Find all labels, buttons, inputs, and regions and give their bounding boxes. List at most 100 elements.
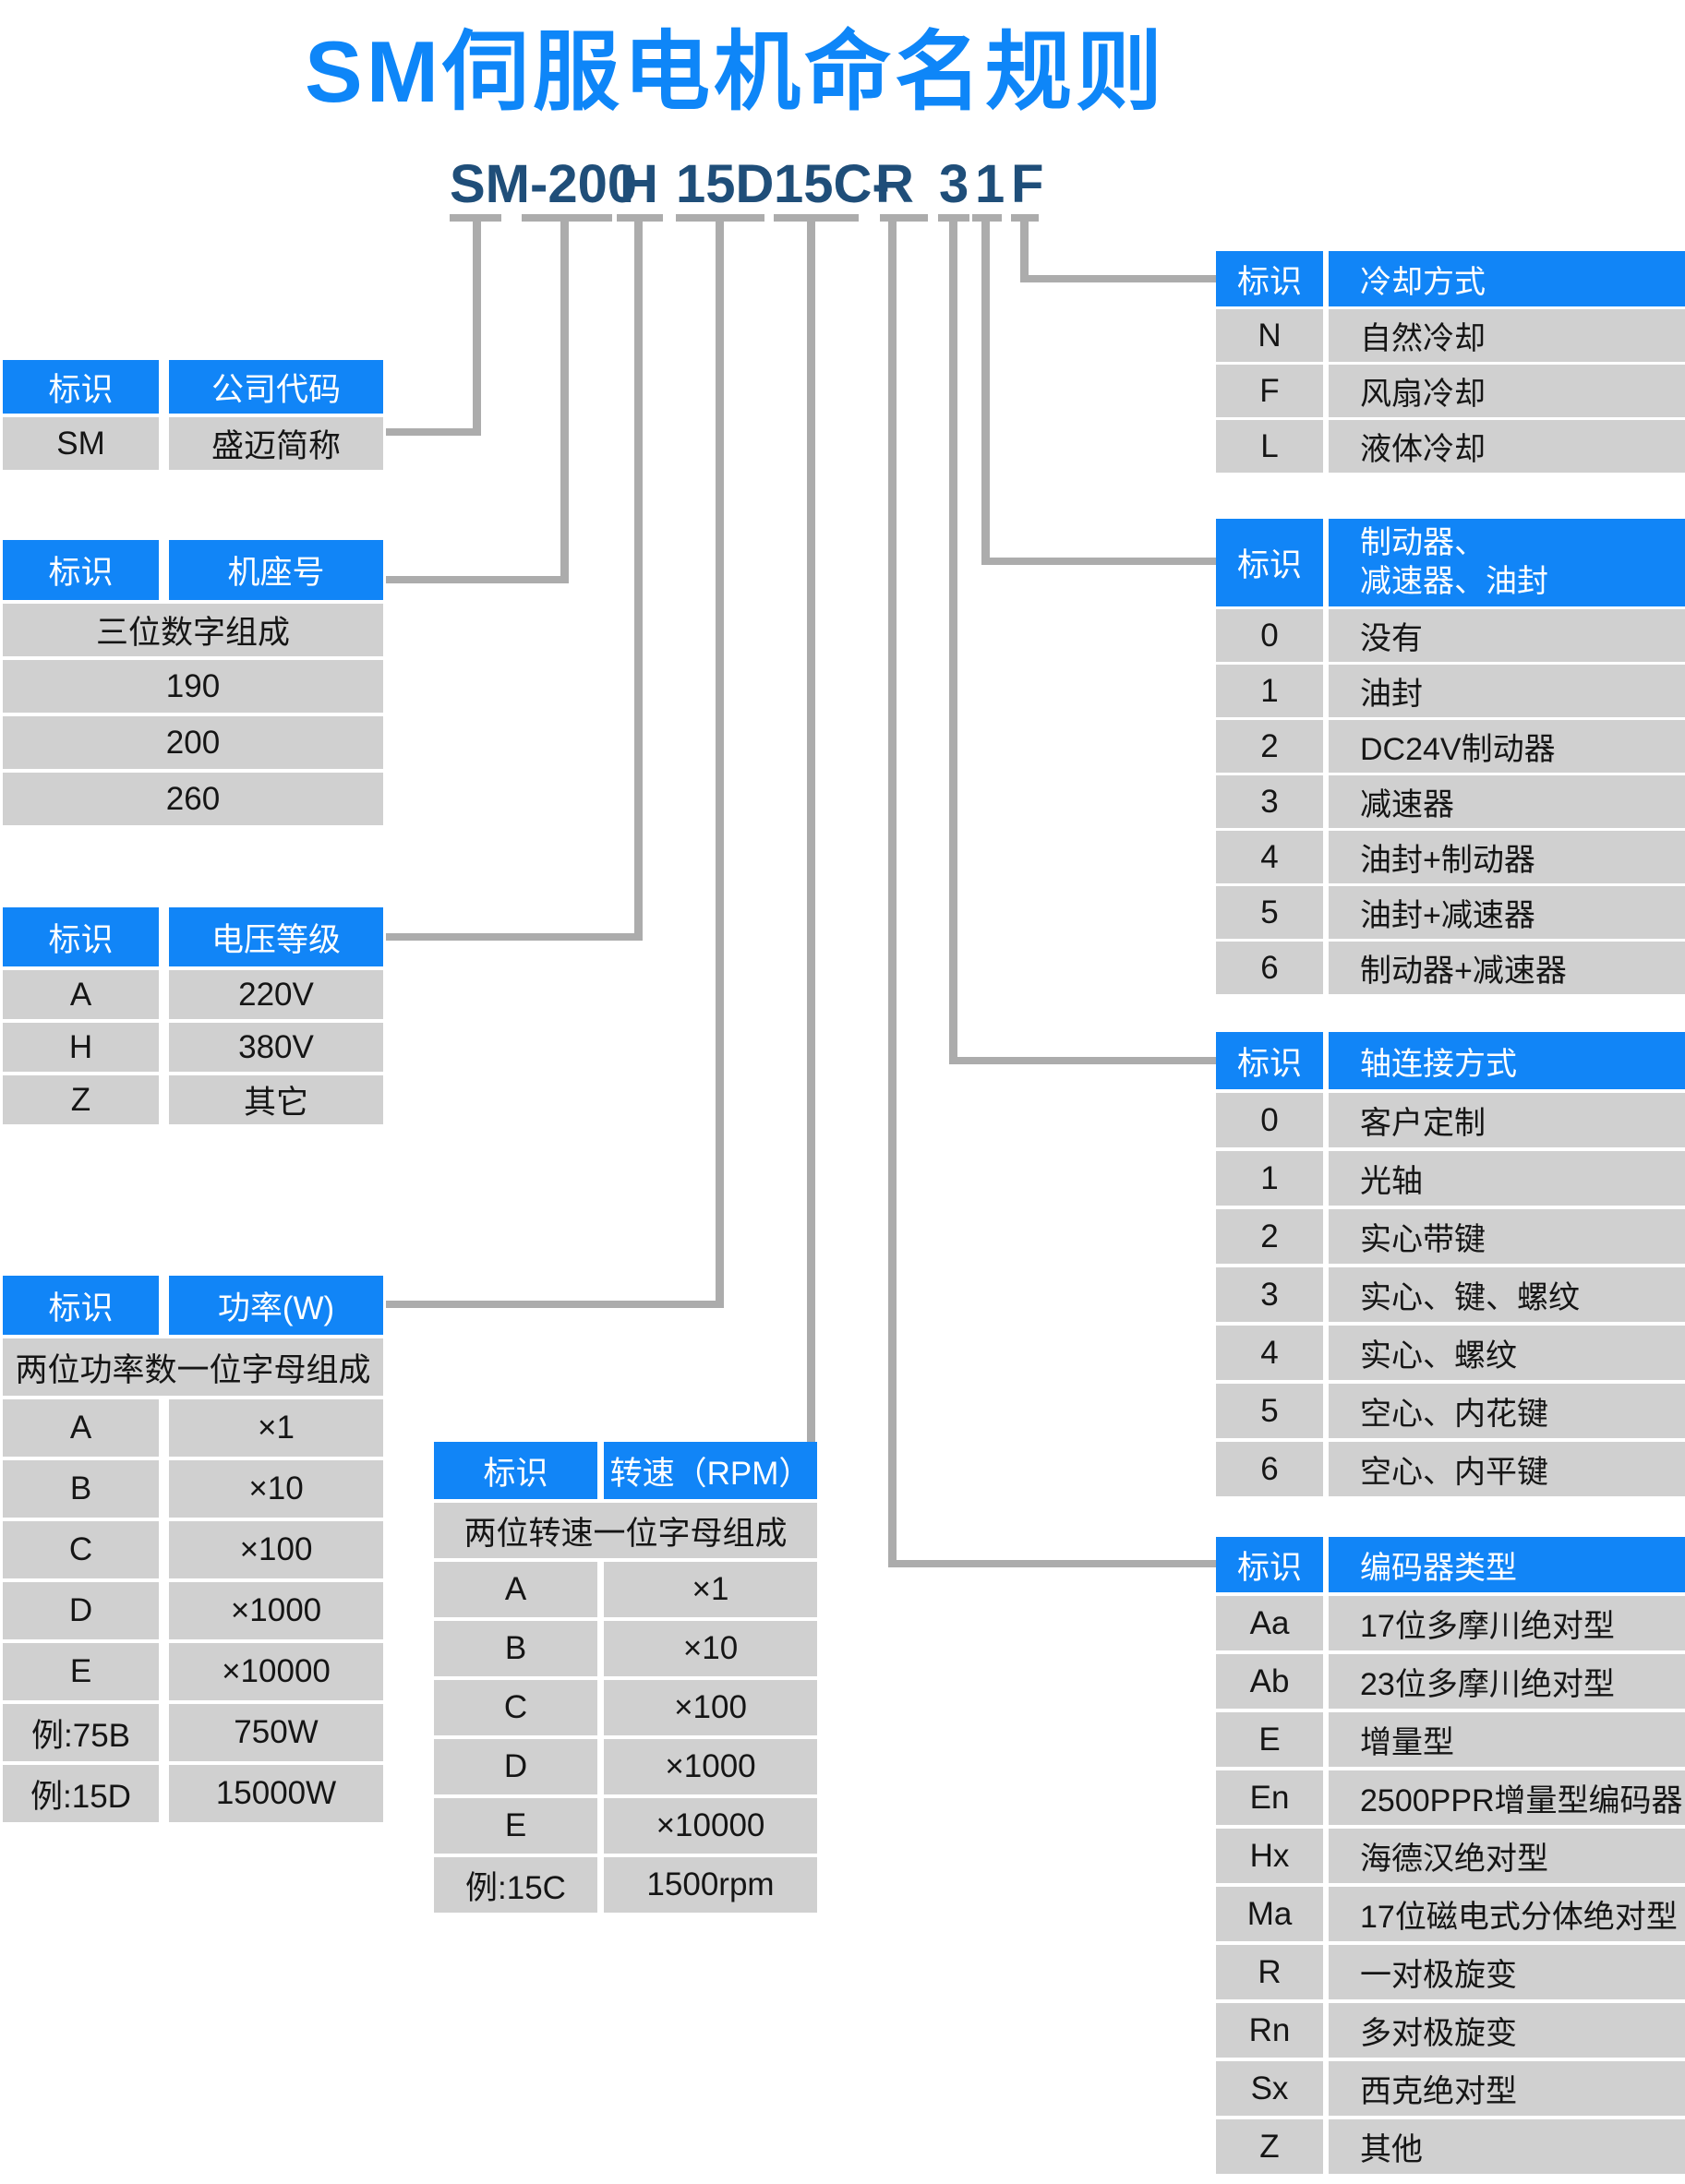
table-row: 三位数字组成 [3,604,383,656]
cell: 6 [1216,1442,1323,1496]
header-cell: 公司代码 [169,360,383,414]
cell: Aa [1216,1596,1323,1650]
underline-3 [938,214,969,222]
underline-15c [774,214,859,222]
connector-shaft-h [949,1057,1216,1064]
cell: A [3,1399,159,1457]
cell: 200 [3,716,383,769]
cell: 空心、内平键 [1329,1442,1685,1496]
header-cell: 标识 [3,540,159,600]
cell: Z [3,1075,159,1124]
cell: L [1216,420,1323,473]
header-cell: 标识 [1216,1032,1323,1089]
cell: 5 [1216,886,1323,939]
cell: 海德汉绝对型 [1329,1829,1685,1883]
underline-h [617,214,663,222]
table-row: 两位功率数一位字母组成 [3,1338,383,1396]
connector-voltage-v [634,222,643,941]
header-cell: 标识 [3,907,159,966]
header-cell: 制动器、 减速器、油封 [1329,519,1685,606]
cell: Sx [1216,2061,1323,2116]
header-cell: 冷却方式 [1329,251,1685,306]
connector-shaft-v [949,222,957,1064]
cell: 实心、键、螺纹 [1329,1267,1685,1322]
header-cell: 电压等级 [169,907,383,966]
cell: Rn [1216,2003,1323,2058]
cell: 260 [3,773,383,825]
cell: 两位功率数一位字母组成 [3,1338,383,1396]
cell: 0 [1216,609,1323,662]
cell: 17位多摩川绝对型 [1329,1596,1685,1650]
cell: 220V [169,970,383,1019]
cell: 其他 [1329,2119,1685,2174]
model-code-segment-power: 15D [676,154,775,214]
cell: 油封+减速器 [1329,886,1685,939]
cell: 其它 [169,1075,383,1124]
underline-r [880,214,928,222]
cell: 2500PPR增量型编码器 [1329,1770,1685,1825]
connector-cooling-h [1020,275,1216,282]
connector-power-h [386,1301,724,1308]
cell: 6 [1216,942,1323,994]
table-row: D×1000 [434,1739,817,1794]
cell: 液体冷却 [1329,420,1685,473]
cell: 两位转速一位字母组成 [434,1503,817,1558]
connector-speed-v [807,222,815,1444]
header-cell: 标识 [434,1442,597,1499]
underline-15d [676,214,764,222]
model-code-segment-brake: 1 [975,154,1005,214]
cell: 4 [1216,831,1323,883]
cell: F [1216,365,1323,417]
cell: 多对极旋变 [1329,2003,1685,2058]
cell: ×10000 [604,1798,817,1854]
cell: 380V [169,1023,383,1072]
header-cell: 轴连接方式 [1329,1032,1685,1089]
cell: R [1216,1945,1323,1999]
table-row: B×10 [3,1460,383,1518]
header-cell: 标识 [1216,251,1323,306]
connector-cooling-v [1020,222,1029,282]
table-header-row: 标识编码器类型 [1216,1537,1685,1592]
cell: ×100 [169,1521,383,1578]
table-header-row: 标识机座号 [3,540,383,600]
cell: ×10 [169,1460,383,1518]
cell: D [3,1582,159,1639]
cell: 2 [1216,1209,1323,1264]
table-row: B×10 [434,1621,817,1676]
cell: 实心、螺纹 [1329,1326,1685,1380]
cell: Hx [1216,1829,1323,1883]
table-row: 两位转速一位字母组成 [434,1503,817,1558]
cell: C [434,1680,597,1735]
table-header-row: 标识冷却方式 [1216,251,1685,306]
connector-frame-h [386,576,569,583]
cell: ×1000 [604,1739,817,1794]
cell: 风扇冷却 [1329,365,1685,417]
header-cell: 转速（RPM） [604,1442,817,1499]
cell: 盛迈简称 [169,417,383,470]
cell: 光轴 [1329,1151,1685,1206]
cell: 4 [1216,1326,1323,1380]
cell: 实心带键 [1329,1209,1685,1264]
